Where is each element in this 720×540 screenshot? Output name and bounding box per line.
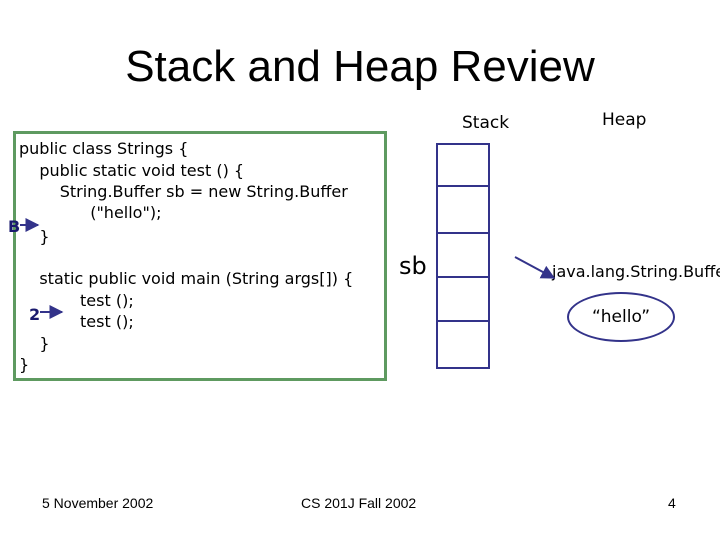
reference-arrow [514,256,556,279]
footer-page-number: 4 [668,495,676,511]
code-box [13,131,387,381]
code-line-3: String.Buffer sb = new String.Buffer [19,182,348,201]
code-line-7: static public void main (String args[]) … [19,269,354,288]
heap-object-ellipse [567,292,675,342]
execution-marker-b: B [8,217,21,236]
code-line-5: } [19,227,50,246]
heap-object-type: java.lang.String.Buffer [552,262,720,281]
code-line-9: test (); [19,312,134,331]
stack-variable-label: sb [399,252,427,280]
stack-frame-divider [436,185,490,187]
heap-label: Heap [602,110,647,130]
code-line-1: public class Strings { [19,139,189,158]
footer-date: 5 November 2002 [42,495,154,511]
code-line-10: } [19,334,50,353]
stack-column [436,143,490,369]
execution-marker-2: 2 [29,305,41,324]
slide-title: Stack and Heap Review [125,42,595,91]
code-line-11: } [19,355,30,374]
stack-frame-divider [436,320,490,322]
code-line-2: public static void test () { [19,161,245,180]
stack-frame-divider [436,232,490,234]
code-line-8: test (); [19,291,134,310]
heap-object-value: “hello” [591,307,651,327]
stack-frame-divider [436,276,490,278]
stack-label: Stack [462,113,510,133]
footer-course: CS 201J Fall 2002 [301,495,417,511]
code-line-4: ("hello"); [19,203,162,222]
